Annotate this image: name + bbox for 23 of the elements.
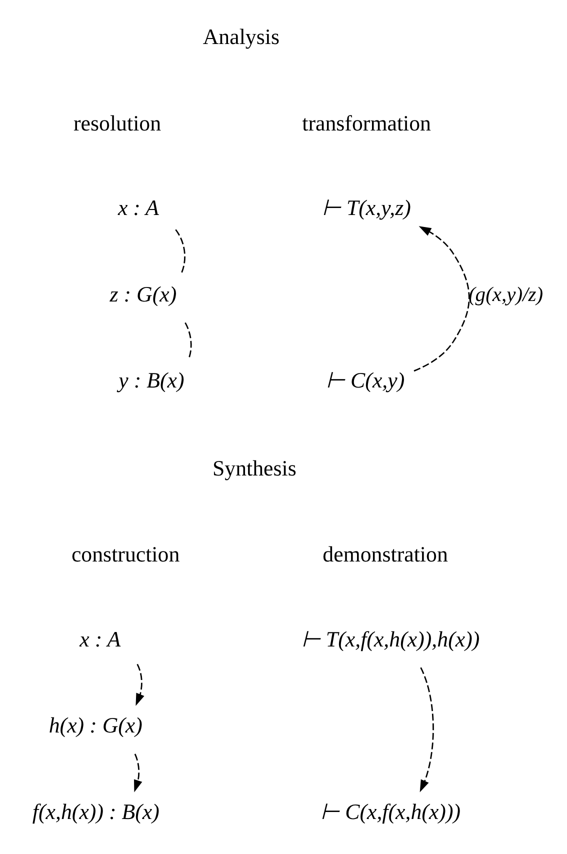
label: Analysis <box>202 24 280 50</box>
node-text: ⊢ T(x,f(x,h(x)),h(x)) <box>300 626 480 652</box>
node-text: f(x,h(x)) : B(x) <box>32 798 159 824</box>
label: transformation <box>302 110 431 136</box>
arrow <box>135 664 144 706</box>
node-text: h(x) : G(x) <box>48 712 142 738</box>
arrow <box>133 754 142 792</box>
node-text: ⊢ C(x,y) <box>326 368 404 393</box>
node-text: x : A <box>117 195 158 220</box>
node-text: z : G(x) <box>109 281 176 306</box>
label: demonstration <box>322 542 448 567</box>
node-text: ⊢ T(x,y,z) <box>321 195 410 220</box>
label: resolution <box>73 110 161 136</box>
connector <box>174 229 185 273</box>
arrow <box>413 226 470 372</box>
label: Synthesis <box>212 455 296 480</box>
node-text: ⊢ C(x,f(x,h(x))) <box>320 798 460 824</box>
node-text: y : B(x) <box>118 368 184 393</box>
label: construction <box>70 542 180 567</box>
node-text: x : A <box>79 626 120 652</box>
arrow <box>419 667 434 792</box>
connector <box>184 322 192 360</box>
edge-label: (g(x,y)/z) <box>468 284 543 306</box>
